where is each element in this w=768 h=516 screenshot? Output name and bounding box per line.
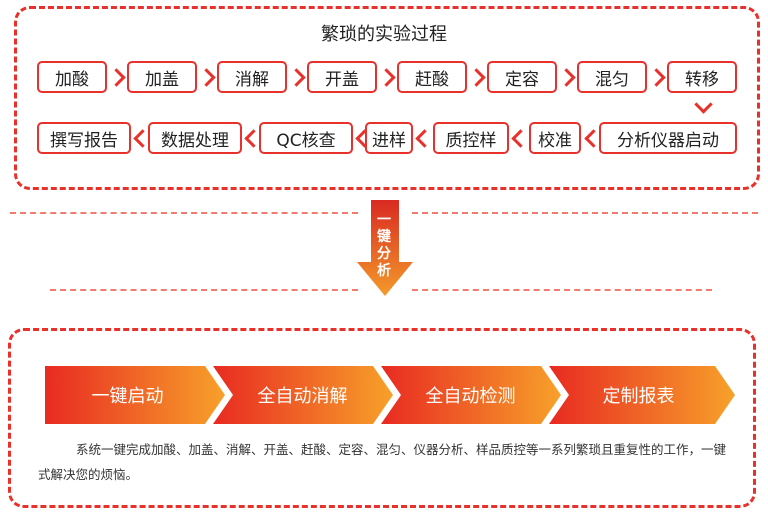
automated-process-panel bbox=[8, 328, 756, 508]
step-add-acid: 加酸 bbox=[37, 61, 107, 93]
divider-line bbox=[50, 289, 358, 291]
step-one-click-start: 一键启动 bbox=[91, 386, 164, 407]
step-evaporate-acid: 赶酸 bbox=[397, 61, 467, 93]
step-open-cap: 开盖 bbox=[307, 61, 377, 93]
step-shape-2 bbox=[213, 366, 393, 424]
step-qc-check: QC核查 bbox=[259, 122, 353, 154]
manual-process-panel bbox=[14, 6, 760, 190]
one-click-analysis-label: 一键分析 bbox=[377, 212, 391, 279]
step-start-instrument: 分析仪器启动 bbox=[599, 122, 737, 154]
divider-line bbox=[412, 212, 758, 214]
description-text: 系统一键完成加酸、加盖、消解、开盖、赶酸、定容、混匀、仪器分析、样品质控等一系列… bbox=[38, 442, 727, 482]
step-transfer: 转移 bbox=[667, 61, 737, 93]
step-add-cap: 加盖 bbox=[127, 61, 197, 93]
one-click-arrow-icon bbox=[357, 200, 413, 296]
divider-line bbox=[412, 289, 712, 291]
step-digest: 消解 bbox=[217, 61, 287, 93]
automation-step-bar bbox=[45, 366, 735, 424]
step-auto-detection: 全自动检测 bbox=[425, 386, 516, 407]
manual-process-title: 繁琐的实验过程 bbox=[321, 24, 447, 45]
step-dilute-volume: 定容 bbox=[487, 61, 557, 93]
step-data-processing: 数据处理 bbox=[148, 122, 242, 154]
step-calibrate: 校准 bbox=[529, 122, 581, 154]
step-shape-3 bbox=[381, 366, 561, 424]
step-shape-1 bbox=[45, 366, 225, 424]
step-write-report: 撰写报告 bbox=[37, 122, 131, 154]
step-auto-digestion: 全自动消解 bbox=[257, 386, 348, 407]
divider-line bbox=[10, 212, 358, 214]
step-inject-sample: 进样 bbox=[365, 122, 413, 154]
step-qc-sample: 质控样 bbox=[433, 122, 509, 154]
step-custom-report: 定制报表 bbox=[602, 386, 675, 407]
step-shape-4 bbox=[549, 366, 735, 424]
step-mix: 混匀 bbox=[577, 61, 647, 93]
